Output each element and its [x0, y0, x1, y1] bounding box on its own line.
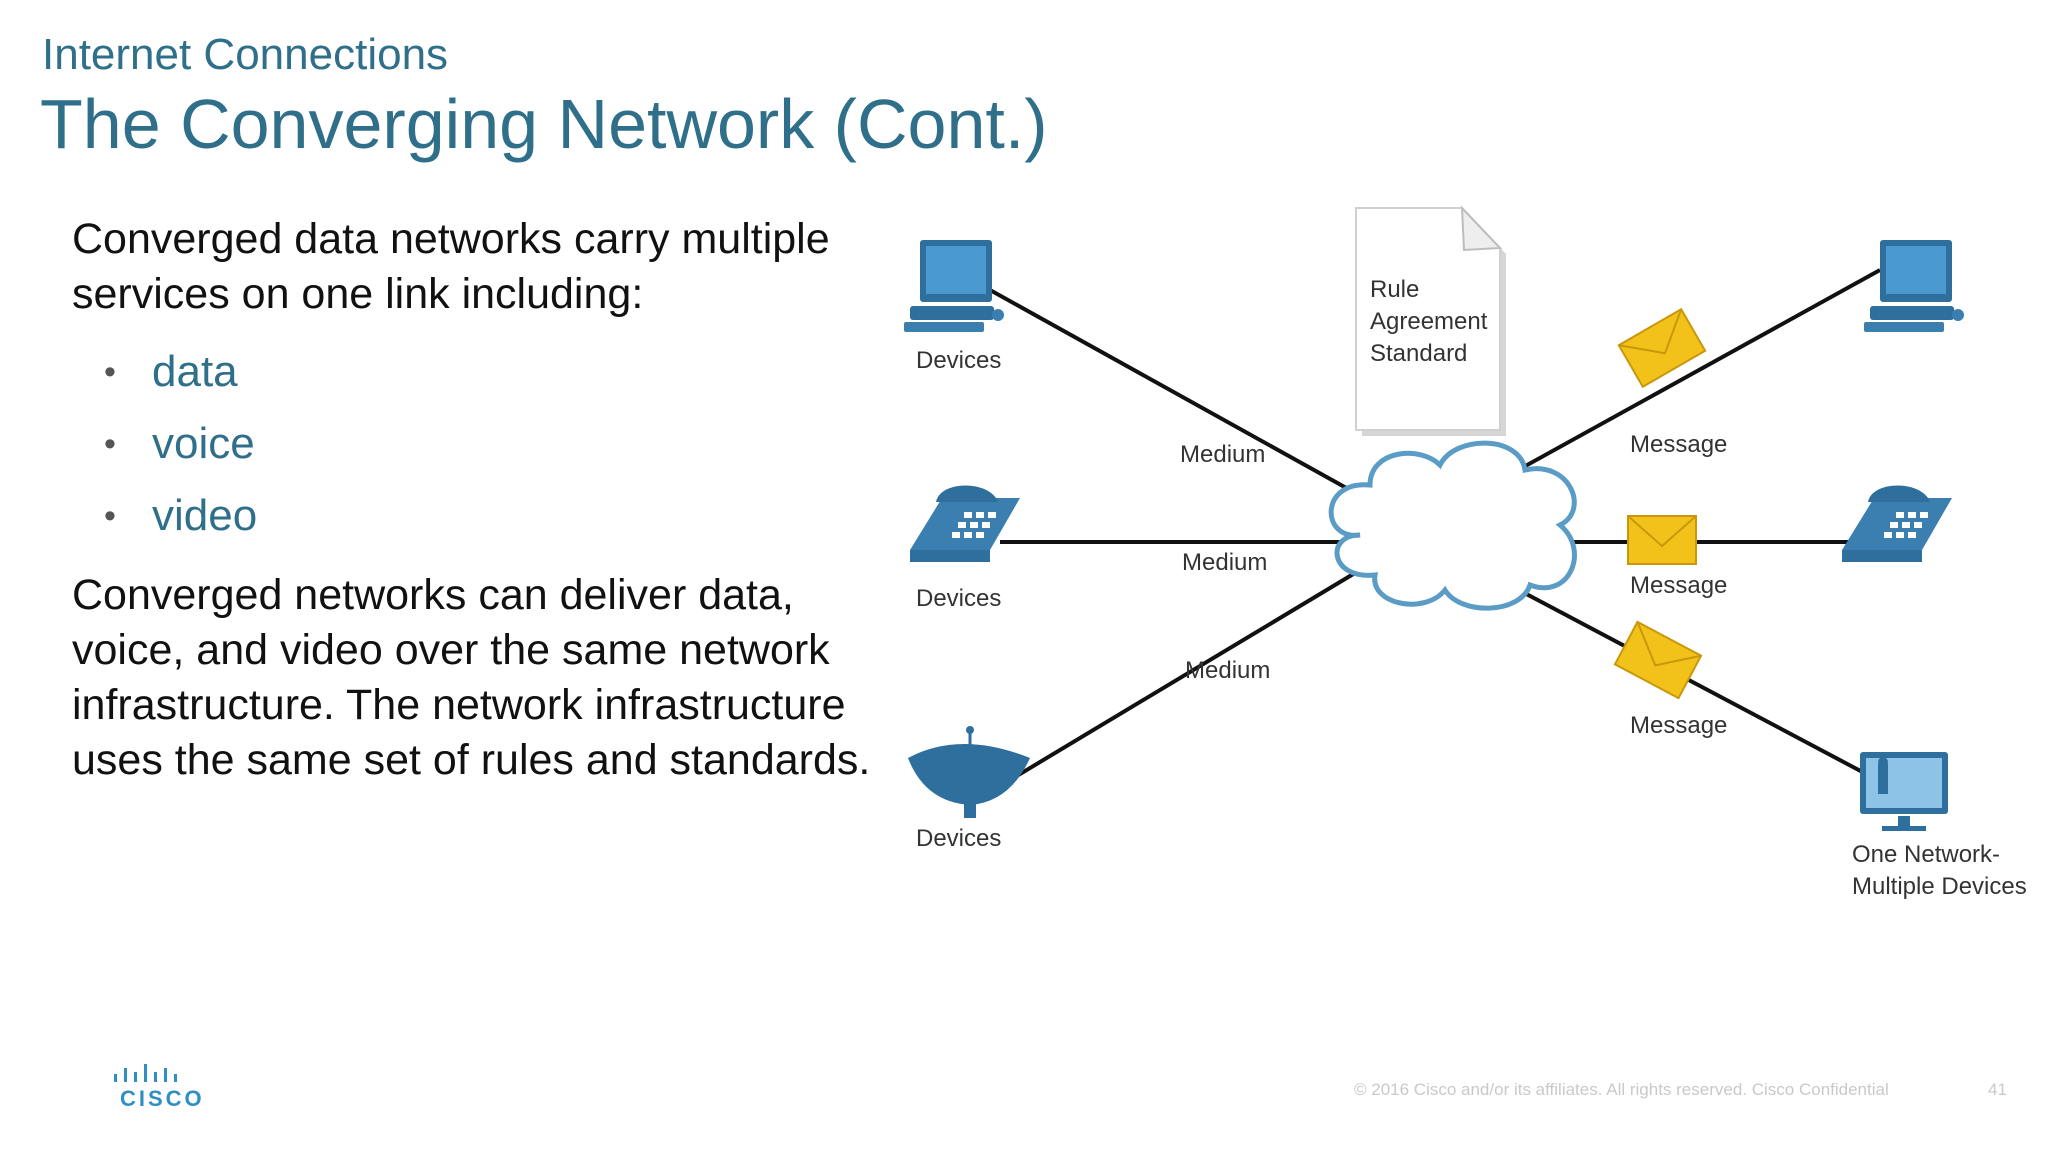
message-label: Message — [1630, 431, 1727, 458]
medium-label: Medium — [1182, 549, 1267, 576]
phone-icon — [1842, 485, 1952, 562]
document-icon — [1355, 205, 1506, 436]
devices-label: Devices — [916, 585, 1001, 612]
medium-label: Medium — [1180, 441, 1265, 468]
section-subtitle: Internet Connections — [42, 30, 449, 79]
bullet-dot-icon: • — [104, 497, 116, 535]
right-device-label: Multiple Devices — [1852, 873, 2027, 900]
medium-label: Medium — [1185, 657, 1270, 684]
bullet-text: voice — [152, 419, 255, 468]
converging-network-diagram: Rule Agreement Standard Devices Devices — [904, 205, 2027, 900]
copyright-text: © 2016 Cisco and/or its affiliates. All … — [1354, 1080, 1889, 1099]
devices-label: Devices — [916, 825, 1001, 852]
cloud-icon — [1328, 440, 1577, 611]
link-line — [1008, 568, 1362, 782]
conclusion-paragraph: Converged networks can deliver data, voi… — [72, 571, 871, 784]
right-device-label: One Network- — [1852, 841, 2000, 868]
envelope-icon — [1617, 307, 1707, 389]
desktop-computer-icon — [904, 240, 1004, 332]
desktop-computer-icon — [1864, 240, 1964, 332]
bullet-item: • voice — [72, 408, 872, 480]
document-line: Agreement — [1370, 308, 1488, 335]
envelope-icon — [1627, 515, 1697, 565]
bullet-dot-icon: • — [104, 353, 116, 391]
page-number: 41 — [1988, 1080, 2007, 1099]
cisco-wordmark: CISCO — [120, 1086, 205, 1111]
satellite-dish-icon — [908, 726, 1030, 818]
bullet-item: • data — [72, 336, 872, 408]
slide-title: The Converging Network (Cont.) — [40, 85, 1048, 163]
intro-paragraph: Converged data networks carry multiple s… — [72, 215, 830, 318]
service-list: • data • voice • video — [72, 336, 872, 552]
document-line: Standard — [1370, 340, 1467, 367]
document-line: Rule — [1370, 276, 1419, 303]
cisco-logo-icon — [114, 1064, 177, 1082]
monitor-icon — [1860, 752, 1948, 831]
bullet-text: data — [152, 347, 238, 396]
message-label: Message — [1630, 572, 1727, 599]
bullet-item: • video — [72, 480, 872, 552]
link-line — [1499, 268, 1881, 482]
message-label: Message — [1630, 712, 1727, 739]
devices-label: Devices — [916, 347, 1001, 374]
phone-icon — [910, 485, 1020, 562]
bullet-dot-icon: • — [104, 425, 116, 463]
bullet-text: video — [152, 491, 258, 540]
envelope-icon — [1613, 620, 1703, 700]
link-line — [989, 288, 1351, 492]
slide-body: Converged data networks carry multiple s… — [72, 212, 872, 788]
